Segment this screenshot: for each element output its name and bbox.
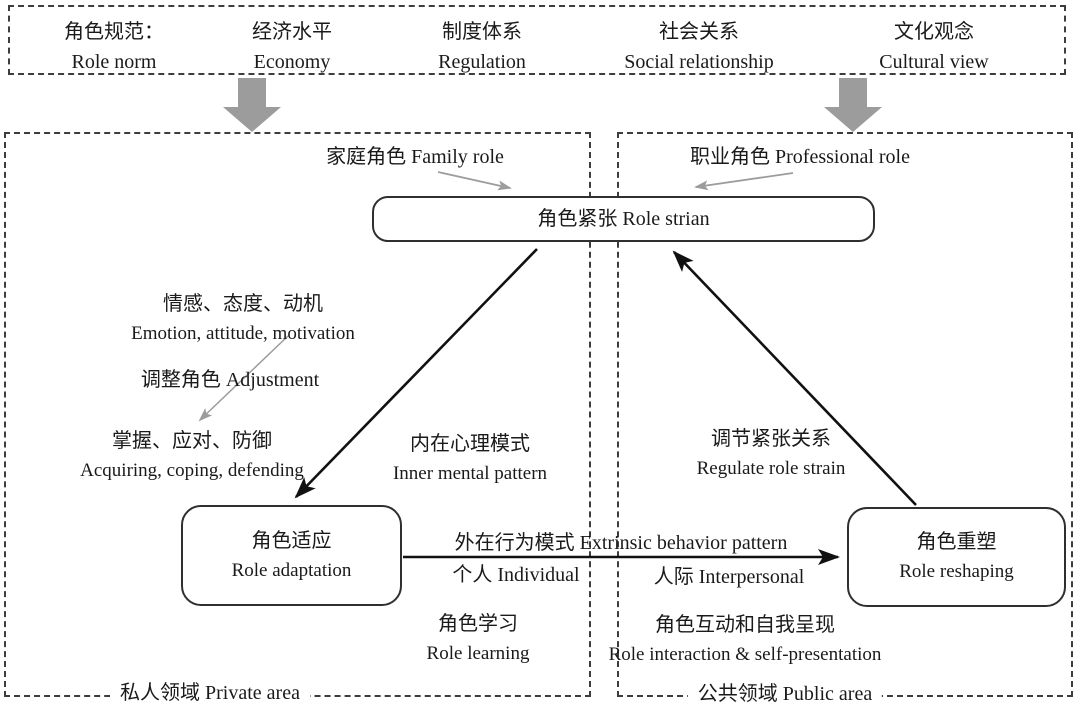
role-learning-zh: 角色学习	[437, 613, 518, 635]
adjustment-label: 调整角色 Adjustment	[140, 369, 320, 391]
node-role-reshaping-en: Role reshaping	[899, 561, 1014, 582]
factor-social-relationship: 社会关系 Social relationship	[624, 17, 773, 77]
professional-role-label: 职业角色 Professional role	[690, 146, 910, 168]
factor-economy: 经济水平 Economy	[252, 17, 332, 77]
node-role-reshaping-zh: 角色重塑	[916, 531, 997, 553]
family-role-label: 家庭角色 Family role	[326, 146, 504, 168]
down-arrow-right-icon	[824, 78, 882, 132]
role-learning-en: Role learning	[426, 643, 530, 664]
factor-regulation-en: Regulation	[438, 51, 526, 73]
inner-mental-pattern-zh: 内在心理模式	[409, 433, 530, 455]
factor-role-norm-en: Role norm	[71, 51, 157, 73]
factor-economy-zh: 经济水平	[252, 21, 332, 43]
public-area-label: 公共领域 Public area	[687, 681, 883, 708]
emotion-label-en: Emotion, attitude, motivation	[131, 323, 355, 344]
extrinsic-behavior-label: 外在行为模式 Extrinsic behavior pattern	[454, 532, 788, 554]
acquiring-label-zh: 掌握、应对、防御	[111, 430, 272, 452]
node-role-adaptation-en: Role adaptation	[231, 559, 352, 581]
environment-factors-box: 角色规范： Role norm 经济水平 Economy 制度体系 Regula…	[8, 5, 1066, 75]
factor-cultural-view-zh: 文化观念	[894, 21, 974, 43]
acquiring-label-en: Acquiring, coping, defending	[80, 460, 304, 481]
factor-economy-en: Economy	[253, 51, 331, 73]
node-role-reshaping: 角色重塑 Role reshaping	[847, 507, 1066, 607]
node-role-adaptation-zh: 角色适应	[251, 529, 332, 552]
inner-mental-pattern-en: Inner mental pattern	[392, 463, 548, 484]
node-role-strain: 角色紧张 Role strian	[372, 196, 875, 242]
down-arrow-left-icon	[223, 78, 281, 132]
factor-role-norm: 角色规范： Role norm	[64, 17, 164, 77]
role-learning-label: 角色学习 Role learning	[427, 609, 530, 669]
acquiring-label: 掌握、应对、防御 Acquiring, coping, defending	[80, 426, 304, 486]
factor-cultural-view: 文化观念 Cultural view	[879, 17, 988, 77]
factor-role-norm-zh: 角色规范：	[64, 21, 164, 43]
factor-cultural-view-en: Cultural view	[879, 51, 989, 73]
factor-regulation-zh: 制度体系	[441, 21, 522, 43]
regulate-role-strain-en: Regulate role strain	[696, 458, 846, 479]
node-role-strain-label: 角色紧张 Role strian	[537, 207, 710, 230]
emotion-label-zh: 情感、态度、动机	[162, 293, 323, 315]
role-interaction-label: 角色互动和自我呈现 Role interaction & self-presen…	[609, 610, 882, 670]
factor-social-relationship-en: Social relationship	[624, 51, 774, 73]
regulate-role-strain-zh: 调节紧张关系	[711, 428, 831, 450]
inner-mental-pattern-label: 内在心理模式 Inner mental pattern	[393, 429, 547, 489]
role-interaction-en: Role interaction & self-presentation	[608, 644, 882, 665]
role-interaction-zh: 角色互动和自我呈现	[655, 614, 835, 636]
emotion-label: 情感、态度、动机 Emotion, attitude, motivation	[131, 289, 355, 349]
node-role-adaptation: 角色适应 Role adaptation	[181, 505, 402, 606]
interpersonal-label: 人际 Interpersonal	[653, 566, 805, 588]
factor-regulation: 制度体系 Regulation	[438, 17, 526, 77]
private-area-label: 私人领域 Private area	[110, 680, 310, 707]
individual-label: 个人 Individual	[452, 564, 580, 586]
factor-social-relationship-zh: 社会关系	[658, 21, 739, 43]
regulate-role-strain-label: 调节紧张关系 Regulate role strain	[697, 424, 846, 484]
